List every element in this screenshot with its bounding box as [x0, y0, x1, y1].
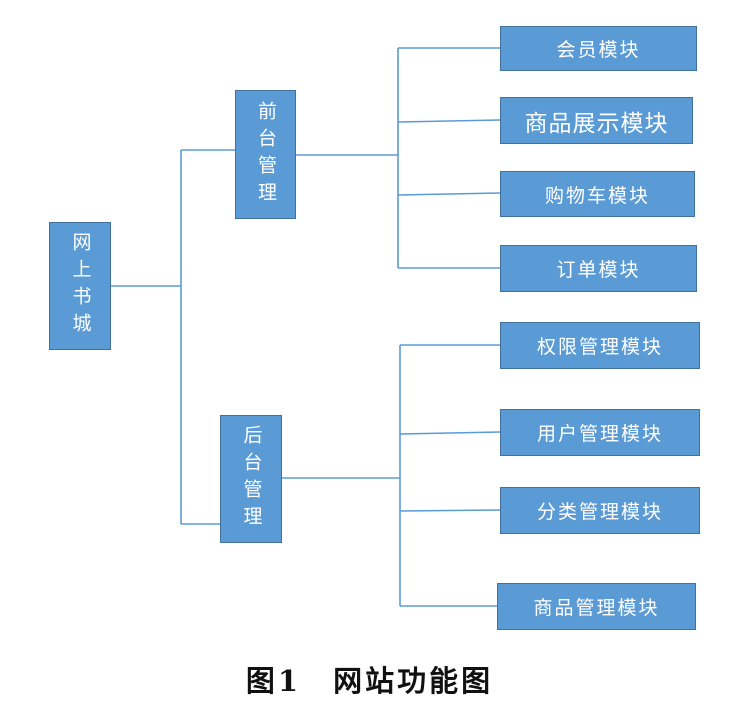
- front-module-cart: 购物车模块: [500, 171, 695, 217]
- back-module-permission: 权限管理模块: [500, 322, 700, 369]
- back-module-product: 商品管理模块: [497, 583, 696, 630]
- connector-front-2: [397, 119, 501, 123]
- back-module-label: 权限管理模块: [536, 336, 663, 358]
- back-module-label: 用户管理模块: [536, 423, 663, 445]
- front-module-product-display: 商品展示模块: [500, 97, 693, 144]
- connector-back-3: [399, 509, 501, 512]
- connector-back-2: [399, 431, 501, 435]
- connector-front-3: [397, 192, 501, 196]
- back-module-user: 用户管理模块: [500, 409, 700, 456]
- root-label: 网上书城: [69, 232, 92, 340]
- front-management-label: 前台管理: [255, 100, 277, 209]
- figure-caption: 图1 网站功能图: [245, 664, 494, 698]
- root-node: 网上书城: [49, 222, 111, 350]
- front-module-order: 订单模块: [500, 245, 697, 292]
- back-module-label: 商品管理模块: [533, 597, 660, 619]
- front-management-node: 前台管理: [235, 90, 296, 219]
- back-management-node: 后台管理: [220, 415, 282, 543]
- front-module-label: 购物车模块: [544, 184, 650, 207]
- front-module-label: 商品展示模块: [524, 110, 669, 137]
- front-module-member: 会员模块: [500, 26, 697, 71]
- front-module-label: 会员模块: [556, 39, 641, 61]
- back-module-label: 分类管理模块: [536, 501, 663, 523]
- back-management-label: 后台管理: [240, 425, 263, 533]
- front-module-label: 订单模块: [556, 259, 641, 281]
- back-module-category: 分类管理模块: [500, 487, 700, 534]
